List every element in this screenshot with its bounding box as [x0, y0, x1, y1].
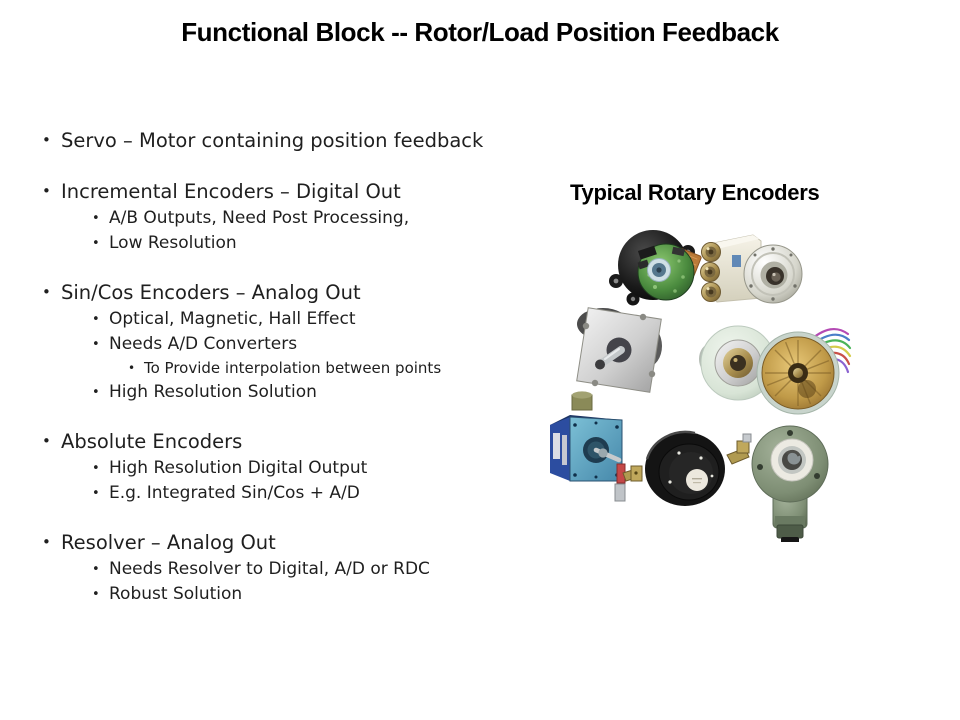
- bullet-text: To Provide interpolation between points: [144, 359, 442, 377]
- bullet-text: Resolver – Analog Out: [61, 530, 276, 554]
- bullet-item: Servo – Motor containing position feedba…: [42, 126, 526, 155]
- bullet-text: A/B Outputs, Need Post Processing,: [109, 208, 410, 228]
- figure-heading: Typical Rotary Encoders: [570, 180, 820, 205]
- encoder-photo-blue-cube: [550, 391, 623, 482]
- outline-group-absolute: Absolute Encoders High Resolution Digita…: [40, 427, 526, 506]
- outline-group-servo: Servo – Motor containing position feedba…: [40, 126, 526, 155]
- bullet-text: High Resolution Solution: [109, 381, 317, 402]
- bullet-item: Incremental Encoders – Digital Out: [42, 177, 526, 206]
- bullet-text: Incremental Encoders – Digital Out: [61, 180, 401, 203]
- encoder-photo-tethered-hub: [614, 430, 752, 506]
- bullet-text: Needs A/D Converters: [109, 334, 298, 354]
- bullet-text: Low Resolution: [109, 233, 237, 253]
- rotary-encoders-photo-collage: [550, 230, 852, 542]
- bullet-item: Low Resolution: [92, 231, 526, 256]
- outline-group-resolver: Resolver – Analog Out Needs Resolver to …: [40, 528, 526, 607]
- bullet-text: Absolute Encoders: [61, 429, 243, 453]
- encoder-photo-kit-pcb: [609, 230, 702, 306]
- bullet-text: Optical, Magnetic, Hall Effect: [109, 309, 356, 329]
- outline-group-sincos: Sin/Cos Encoders – Analog Out Optical, M…: [40, 278, 526, 405]
- bullet-item: E.g. Integrated Sin/Cos + A/D: [92, 481, 526, 506]
- bullet-item: High Resolution Digital Output: [92, 456, 526, 481]
- encoder-photo-ring-and-disc: [699, 325, 852, 415]
- bullet-text: E.g. Integrated Sin/Cos + A/D: [109, 482, 360, 503]
- bullet-text: Robust Solution: [109, 583, 243, 604]
- bullet-text: Needs Resolver to Digital, A/D or RDC: [109, 558, 430, 579]
- bullet-item: A/B Outputs, Need Post Processing,: [92, 206, 526, 231]
- bullet-outline: Servo – Motor containing position feedba…: [40, 126, 526, 607]
- encoder-photo-square-flange: [576, 307, 662, 393]
- brass-connectors: [700, 242, 721, 302]
- encoder-photo-connectors: [700, 234, 803, 304]
- bullet-text: High Resolution Digital Output: [109, 457, 368, 478]
- bullet-item: Sin/Cos Encoders – Analog Out: [42, 278, 526, 307]
- bullet-text: Servo – Motor containing position feedba…: [61, 129, 484, 152]
- bullet-item: High Resolution Solution: [92, 380, 526, 405]
- bullet-item: Resolver – Analog Out: [42, 528, 526, 557]
- bullet-item: To Provide interpolation between points: [128, 357, 480, 380]
- page-title: Functional Block -- Rotor/Load Position …: [181, 17, 779, 47]
- encoder-photo-hollow-shaft: [751, 425, 829, 542]
- bullet-item: Optical, Magnetic, Hall Effect: [92, 307, 526, 332]
- bullet-item: Needs Resolver to Digital, A/D or RDC: [92, 557, 526, 582]
- outline-group-incremental: Incremental Encoders – Digital Out A/B O…: [40, 177, 526, 256]
- bullet-item: Needs A/D Converters: [92, 332, 526, 357]
- bullet-text: Sin/Cos Encoders – Analog Out: [61, 281, 361, 304]
- bullet-item: Robust Solution: [92, 582, 526, 607]
- bullet-item: Absolute Encoders: [42, 427, 526, 456]
